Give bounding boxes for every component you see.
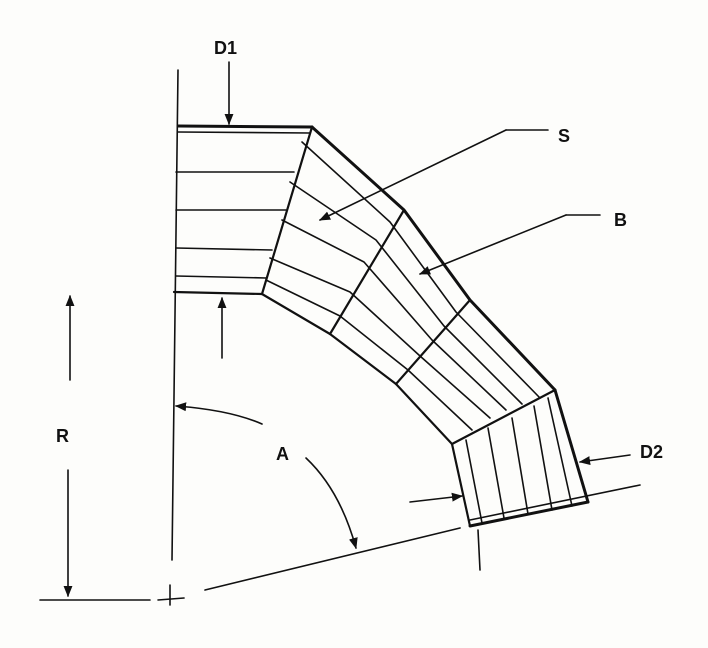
- inlet-top-edge: [176, 124, 314, 129]
- d2-arrow-right: [578, 454, 631, 466]
- s-leader: [318, 129, 507, 221]
- elbow-body: [260, 125, 557, 446]
- angled-centerline-outer: [469, 484, 641, 521]
- base-line-mark: [157, 597, 185, 601]
- vertical-centerline: [171, 69, 179, 561]
- inlet-bottom-edge: [172, 290, 264, 296]
- inner-edge: [260, 292, 454, 446]
- dimension-arrows: [63, 61, 631, 598]
- b-leader: [418, 214, 567, 275]
- joint-1: [328, 208, 406, 336]
- a-arc-upper: [174, 402, 263, 425]
- joint-2: [394, 298, 472, 386]
- center-lines: [39, 69, 641, 606]
- end-centerline-tick: [477, 529, 481, 571]
- outlet-end-edge: [468, 500, 590, 528]
- label-b: B: [614, 210, 627, 230]
- joint-3: [450, 388, 557, 446]
- label-r: R: [56, 426, 69, 446]
- label-d2: D2: [640, 442, 663, 462]
- label-s: S: [558, 126, 570, 146]
- outlet-inner-edge: [450, 442, 472, 528]
- inlet-straight-section: [172, 124, 314, 296]
- label-a: A: [276, 444, 289, 464]
- inlet-miter-joint: [260, 125, 314, 296]
- outlet-outer-edge: [553, 388, 590, 504]
- d2-arrow-left: [409, 492, 464, 503]
- label-d1: D1: [214, 38, 237, 58]
- outlet-straight-section: [450, 388, 590, 528]
- outer-edge: [310, 125, 557, 392]
- a-arc-lower: [305, 457, 358, 550]
- angled-centerline: [204, 527, 461, 591]
